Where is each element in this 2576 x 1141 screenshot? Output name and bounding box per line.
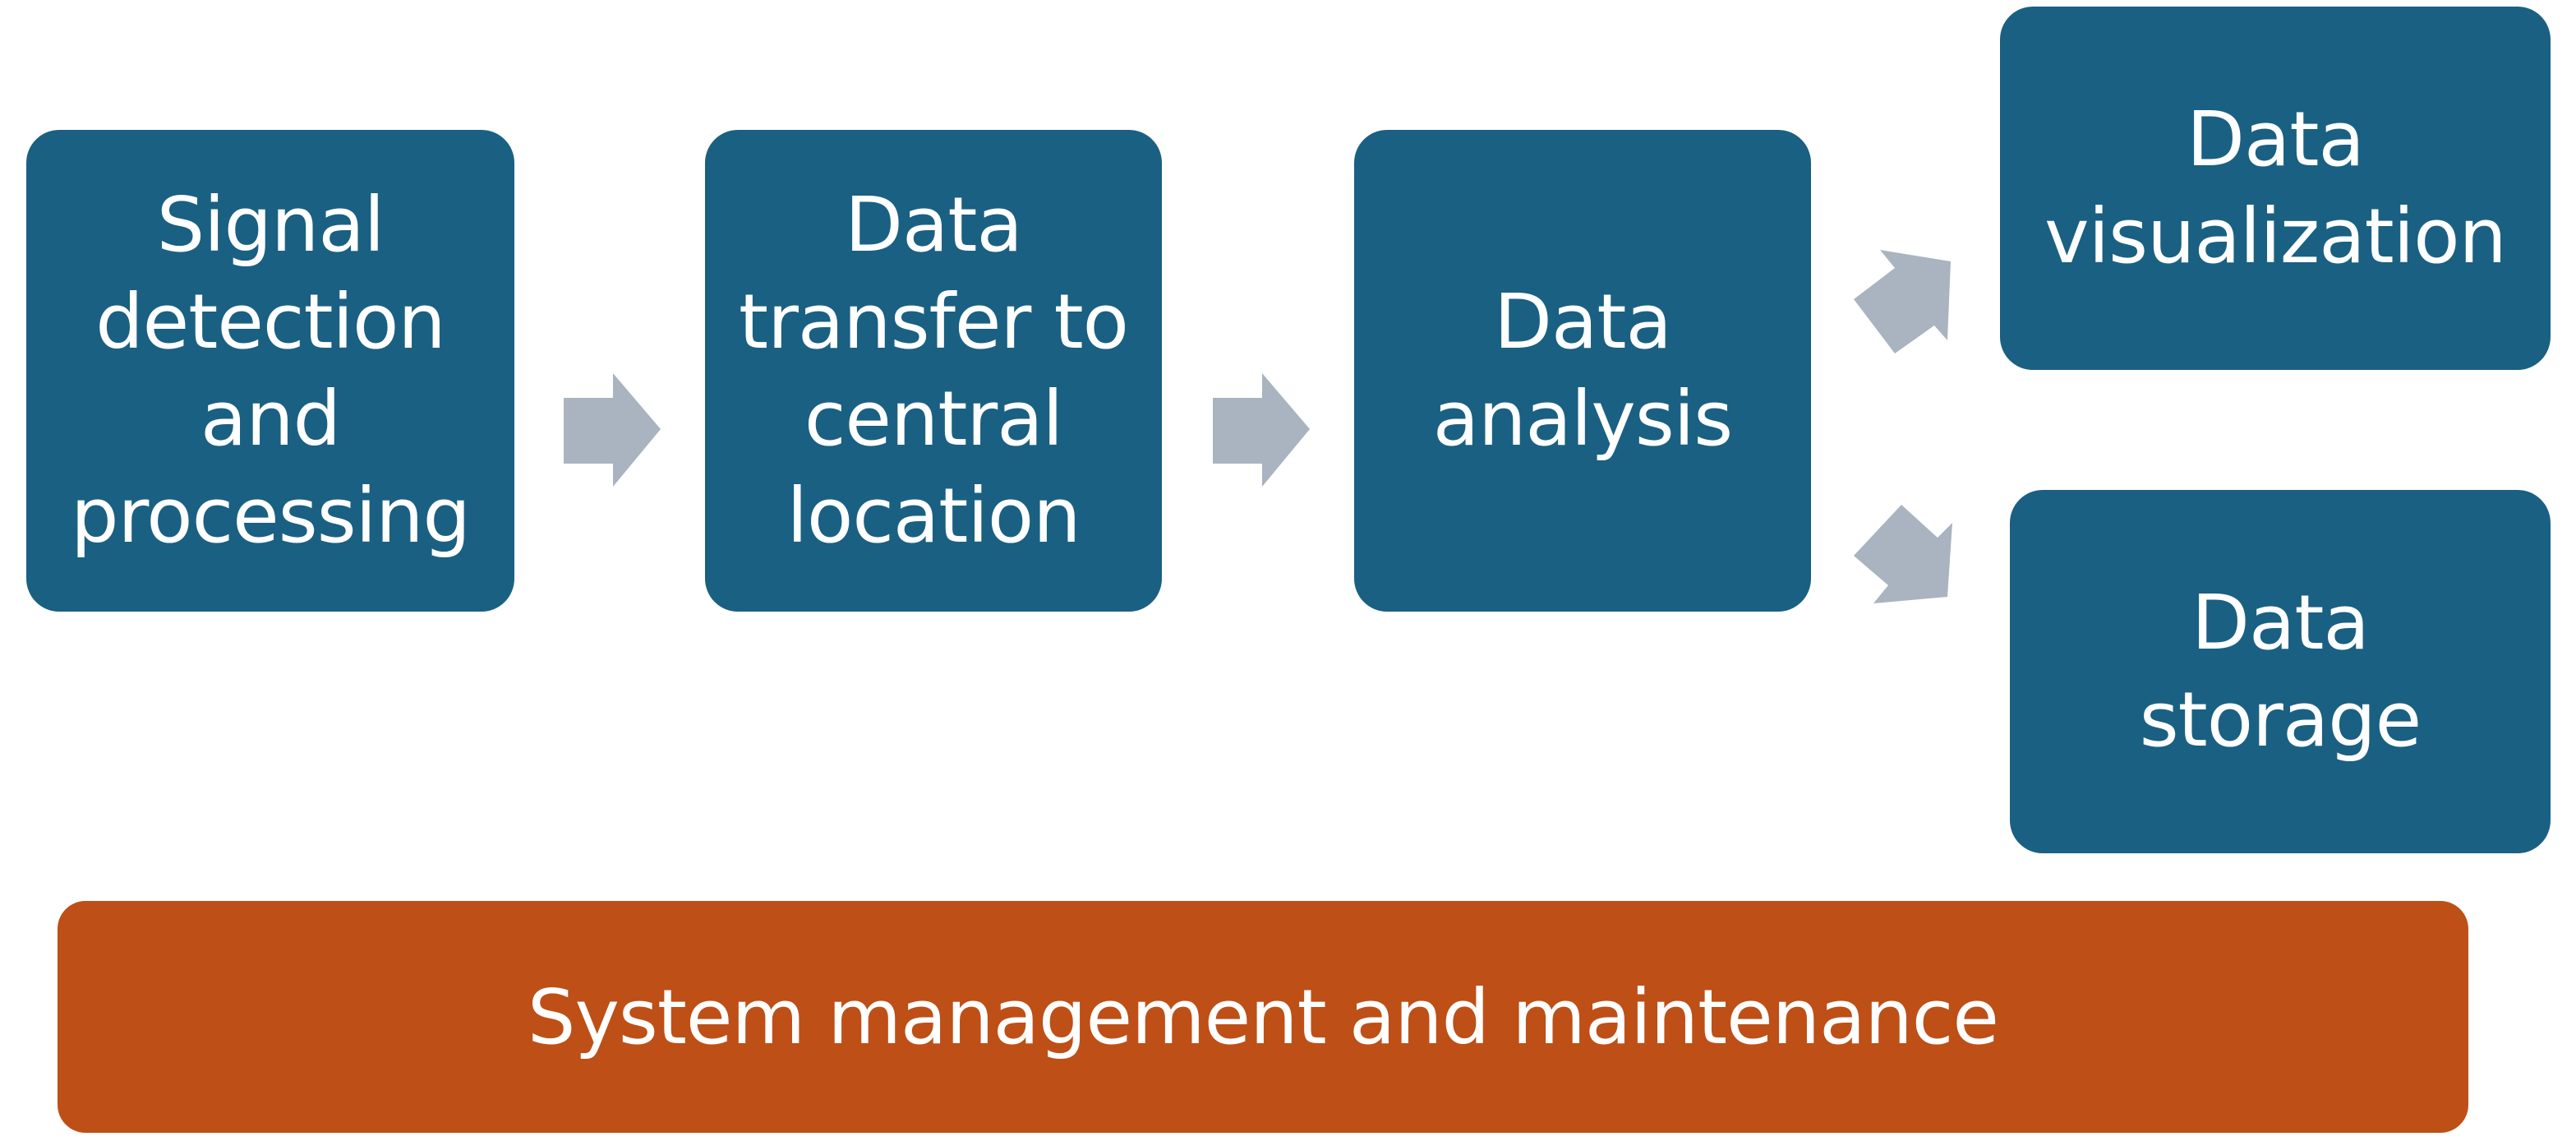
step-data-storage: Data storage — [2010, 490, 2551, 853]
step-signal-detection-label: Signal detection and processing — [71, 181, 471, 560]
step-data-analysis-label: Data analysis — [1432, 278, 1733, 463]
arrow-up-right-icon — [1854, 250, 1951, 353]
step-data-visualization: Data visualization — [2000, 7, 2551, 370]
step-data-analysis: Data analysis — [1354, 130, 1811, 612]
step-data-visualization-label: Data visualization — [2044, 95, 2507, 280]
step-data-storage-label: Data storage — [2139, 579, 2422, 764]
arrow-right-icon — [564, 373, 661, 487]
step-data-transfer-label: Data transfer to central location — [739, 181, 1129, 560]
foundation-label: System management and maintenance — [528, 972, 1999, 1061]
step-signal-detection: Signal detection and processing — [26, 130, 514, 612]
arrow-right-icon — [1213, 373, 1310, 487]
step-data-transfer: Data transfer to central location — [705, 130, 1162, 612]
foundation-bar: System management and maintenance — [58, 901, 2468, 1133]
arrow-down-right-icon — [1854, 505, 1952, 603]
